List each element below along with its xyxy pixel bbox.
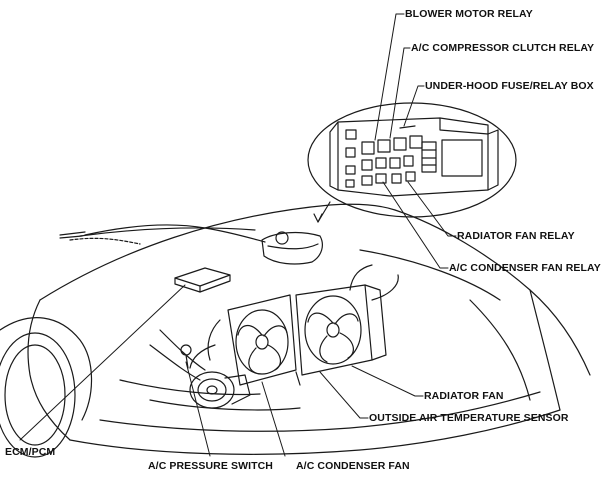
- ecm-pcm-box: [174, 267, 231, 293]
- label-ecm-pcm: ECM/PCM: [5, 446, 56, 458]
- leader-lines: [19, 13, 457, 457]
- label-blower-motor-relay: BLOWER MOTOR RELAY: [405, 8, 533, 20]
- washer-reservoir: [261, 231, 323, 265]
- label-ac-pressure-switch: A/C PRESSURE SWITCH: [148, 460, 273, 472]
- label-ac-compressor-clutch-relay: A/C COMPRESSOR CLUTCH RELAY: [411, 42, 595, 54]
- label-outside-air-temperature-sensor: OUTSIDE AIR TEMPERATURE SENSOR: [369, 412, 569, 424]
- ac-pressure-switch-part: [180, 344, 192, 369]
- label-ac-condenser-fan: A/C CONDENSER FAN: [296, 460, 410, 472]
- label-radiator-fan-relay: RADIATOR FAN RELAY: [457, 230, 575, 242]
- label-radiator-fan: RADIATOR FAN: [424, 390, 504, 402]
- label-under-hood-fuse-relay-box: UNDER-HOOD FUSE/RELAY BOX: [425, 80, 594, 92]
- label-ac-condenser-fan-relay: A/C CONDENSER FAN RELAY: [449, 262, 601, 274]
- fan-assembly: [189, 264, 399, 386]
- car-body-outline: [0, 203, 591, 458]
- hood-prop-line: [79, 227, 256, 237]
- ac-compressor: [189, 371, 251, 409]
